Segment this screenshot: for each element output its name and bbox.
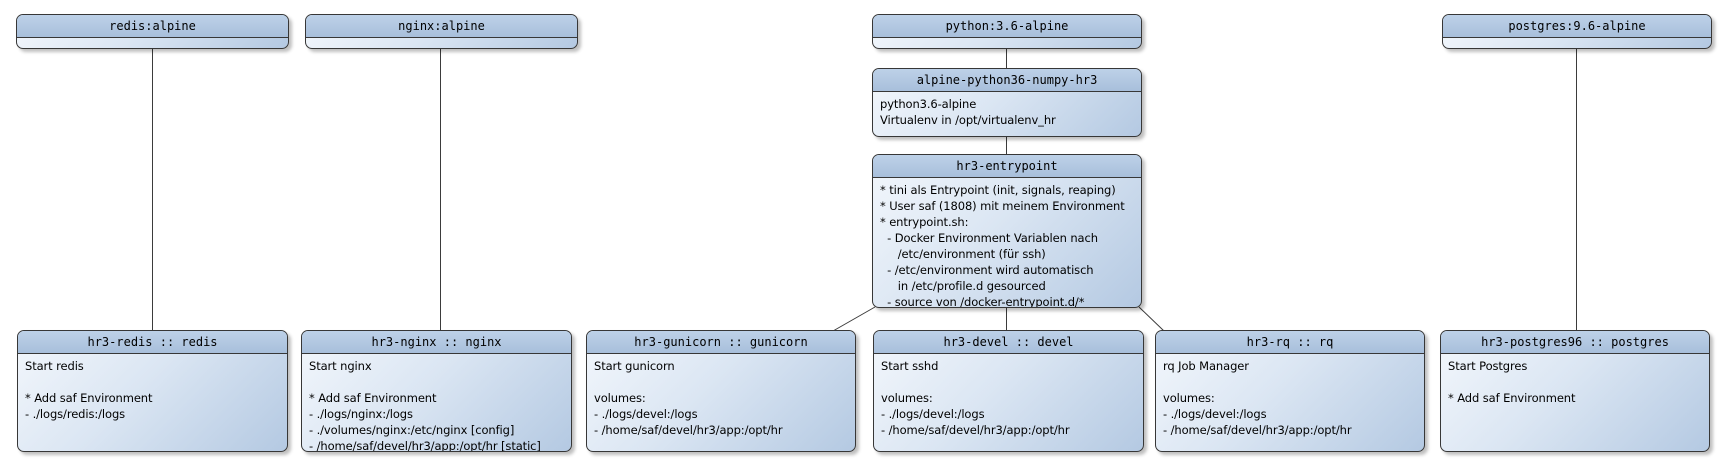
node-body: Start nginx * Add saf Environment - ./lo… [309,359,541,451]
node-hr3-gunicorn: hr3-gunicorn :: gunicorn Start gunicorn … [586,330,856,452]
node-python-36-alpine: python:3.6-alpine [872,14,1142,49]
node-title: hr3-nginx :: nginx [302,331,571,354]
node-title: hr3-devel :: devel [874,331,1143,354]
node-nginx-alpine: nginx:alpine [305,14,578,49]
node-body: Start gunicorn volumes: - ./logs/devel:/… [594,359,783,437]
node-hr3-nginx: hr3-nginx :: nginx Start nginx * Add saf… [301,330,572,452]
node-body: rq Job Manager volumes: - ./logs/devel:/… [1163,359,1352,437]
node-body: Start Postgres * Add saf Environment [1448,359,1576,405]
edge-entrypoint-to-gunicorn [832,306,876,332]
node-title: hr3-gunicorn :: gunicorn [587,331,855,354]
node-body [17,38,288,48]
node-title: hr3-redis :: redis [18,331,287,354]
node-redis-alpine: redis:alpine [16,14,289,49]
node-body [873,38,1141,48]
node-hr3-redis: hr3-redis :: redis Start redis * Add saf… [17,330,288,452]
node-title: hr3-rq :: rq [1156,331,1424,354]
node-body [1443,38,1711,48]
node-hr3-postgres96: hr3-postgres96 :: postgres Start Postgre… [1440,330,1710,452]
node-title: hr3-entrypoint [873,155,1141,178]
node-body: python3.6-alpine Virtualenv in /opt/virt… [880,97,1056,127]
node-title: alpine-python36-numpy-hr3 [873,69,1141,92]
node-title: postgres:9.6-alpine [1443,15,1711,38]
node-hr3-devel: hr3-devel :: devel Start sshd volumes: -… [873,330,1144,452]
node-hr3-rq: hr3-rq :: rq rq Job Manager volumes: - .… [1155,330,1425,452]
node-body: Start sshd volumes: - ./logs/devel:/logs… [881,359,1070,437]
node-alpine-python36-numpy-hr3: alpine-python36-numpy-hr3 python3.6-alpi… [872,68,1142,137]
node-hr3-entrypoint: hr3-entrypoint * tini als Entrypoint (in… [872,154,1142,308]
node-postgres-96-alpine: postgres:9.6-alpine [1442,14,1712,49]
node-body: Start redis * Add saf Environment - ./lo… [25,359,153,421]
node-body: * tini als Entrypoint (init, signals, re… [880,183,1125,307]
node-title: python:3.6-alpine [873,15,1141,38]
node-title: redis:alpine [17,15,288,38]
node-title: hr3-postgres96 :: postgres [1441,331,1709,354]
node-title: nginx:alpine [306,15,577,38]
edge-entrypoint-to-rq [1138,306,1165,332]
node-body [306,38,577,48]
